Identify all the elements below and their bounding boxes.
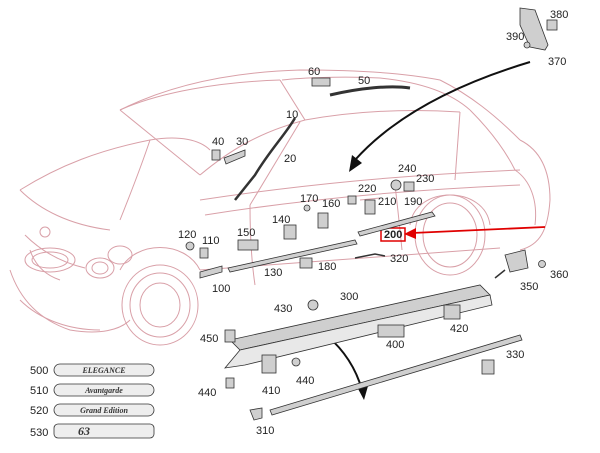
- part-330-strip: [269, 334, 523, 416]
- callout-530: 530: [30, 427, 48, 439]
- part-380-clip: [546, 19, 558, 31]
- callout-170: 170: [300, 193, 318, 205]
- part-60: [311, 77, 331, 87]
- highlight-arrow: [380, 226, 546, 242]
- callout-300: 300: [340, 291, 358, 303]
- callout-120: 120: [178, 229, 196, 241]
- callout-220: 220: [358, 183, 376, 195]
- part-180: [299, 257, 313, 269]
- part-30: [223, 149, 246, 165]
- part-440-a: [225, 377, 235, 389]
- parts: [185, 7, 558, 421]
- callout-230: 230: [416, 173, 434, 185]
- part-120: [185, 241, 195, 251]
- part-210: [364, 199, 376, 215]
- callout-100: 100: [212, 283, 230, 295]
- callout-510: 510: [30, 385, 48, 397]
- callout-150: 150: [237, 227, 255, 239]
- part-160: [317, 212, 329, 229]
- callout-200: 200: [384, 229, 402, 241]
- callout-400: 400: [386, 339, 404, 351]
- part-430: [307, 299, 319, 311]
- callout-240: 240: [398, 163, 416, 175]
- callout-440: 440: [198, 387, 216, 399]
- callout-50: 50: [358, 75, 370, 87]
- part-310: [249, 407, 263, 421]
- part-450: [224, 329, 236, 343]
- callout-390: 390: [506, 31, 524, 43]
- part-350: [504, 249, 529, 273]
- part-170: [303, 204, 311, 212]
- part-100: [199, 265, 223, 279]
- callout-labels: 380 390 370 60 50 10 40 30 20 240 220 23…: [30, 9, 568, 439]
- callout-440b: 440: [296, 375, 314, 387]
- callout-310: 310: [256, 425, 274, 437]
- callout-380: 380: [550, 9, 568, 21]
- badge-500: [53, 363, 155, 377]
- part-40: [211, 149, 221, 161]
- callout-410: 410: [262, 385, 280, 397]
- part-190-strip: [357, 211, 436, 237]
- callout-20: 20: [284, 153, 296, 165]
- part-370-bracket: [519, 7, 549, 51]
- callout-500: 500: [30, 365, 48, 377]
- part-300-sill-lower: [224, 294, 493, 369]
- callout-130: 130: [264, 267, 282, 279]
- callout-140: 140: [272, 214, 290, 226]
- part-240: [390, 179, 402, 191]
- badge-520: [53, 403, 155, 417]
- callout-430: 430: [274, 303, 292, 315]
- badge-520-text: Grand Edition: [80, 406, 128, 415]
- badge-530: [53, 423, 155, 439]
- part-150: [237, 239, 259, 251]
- callout-360: 360: [550, 269, 568, 281]
- callout-520: 520: [30, 405, 48, 417]
- part-110: [199, 247, 209, 259]
- callout-180: 180: [318, 261, 336, 273]
- part-440-b: [291, 357, 301, 367]
- callout-190: 190: [404, 196, 422, 208]
- part-330-end: [481, 359, 495, 375]
- part-140: [283, 224, 297, 240]
- badges: ELEGANCE Avantgarde Grand Edition 63: [53, 363, 155, 439]
- part-230: [403, 181, 415, 192]
- callout-60: 60: [308, 66, 320, 78]
- badge-510-text: Avantgarde: [84, 386, 123, 395]
- part-320: [354, 253, 386, 259]
- callout-350: 350: [520, 281, 538, 293]
- assembly-arrows: [319, 61, 531, 400]
- part-420: [443, 304, 461, 320]
- callout-30: 30: [236, 136, 248, 148]
- callout-40: 40: [212, 136, 224, 148]
- callout-420: 420: [450, 323, 468, 335]
- highlight-box-200: [380, 227, 406, 242]
- part-10-20-pillar-strip: [234, 117, 297, 201]
- callout-370: 370: [548, 56, 566, 68]
- callout-110: 110: [202, 235, 220, 247]
- part-50-strip: [329, 85, 411, 97]
- part-390-screw: [523, 41, 531, 49]
- part-410: [261, 354, 277, 374]
- callout-160: 160: [322, 198, 340, 210]
- badge-510: [53, 383, 155, 397]
- part-360: [538, 260, 546, 268]
- callout-10: 10: [286, 109, 298, 121]
- callout-320: 320: [390, 253, 408, 265]
- car-outline: [9, 69, 551, 346]
- part-130-strip: [227, 239, 358, 273]
- callout-450: 450: [200, 333, 218, 345]
- callout-210: 210: [378, 196, 396, 208]
- badge-500-text: ELEGANCE: [81, 366, 125, 375]
- part-220: [347, 195, 357, 205]
- callout-330: 330: [506, 349, 524, 361]
- part-400: [377, 324, 405, 338]
- badge-530-text: 63: [78, 424, 90, 438]
